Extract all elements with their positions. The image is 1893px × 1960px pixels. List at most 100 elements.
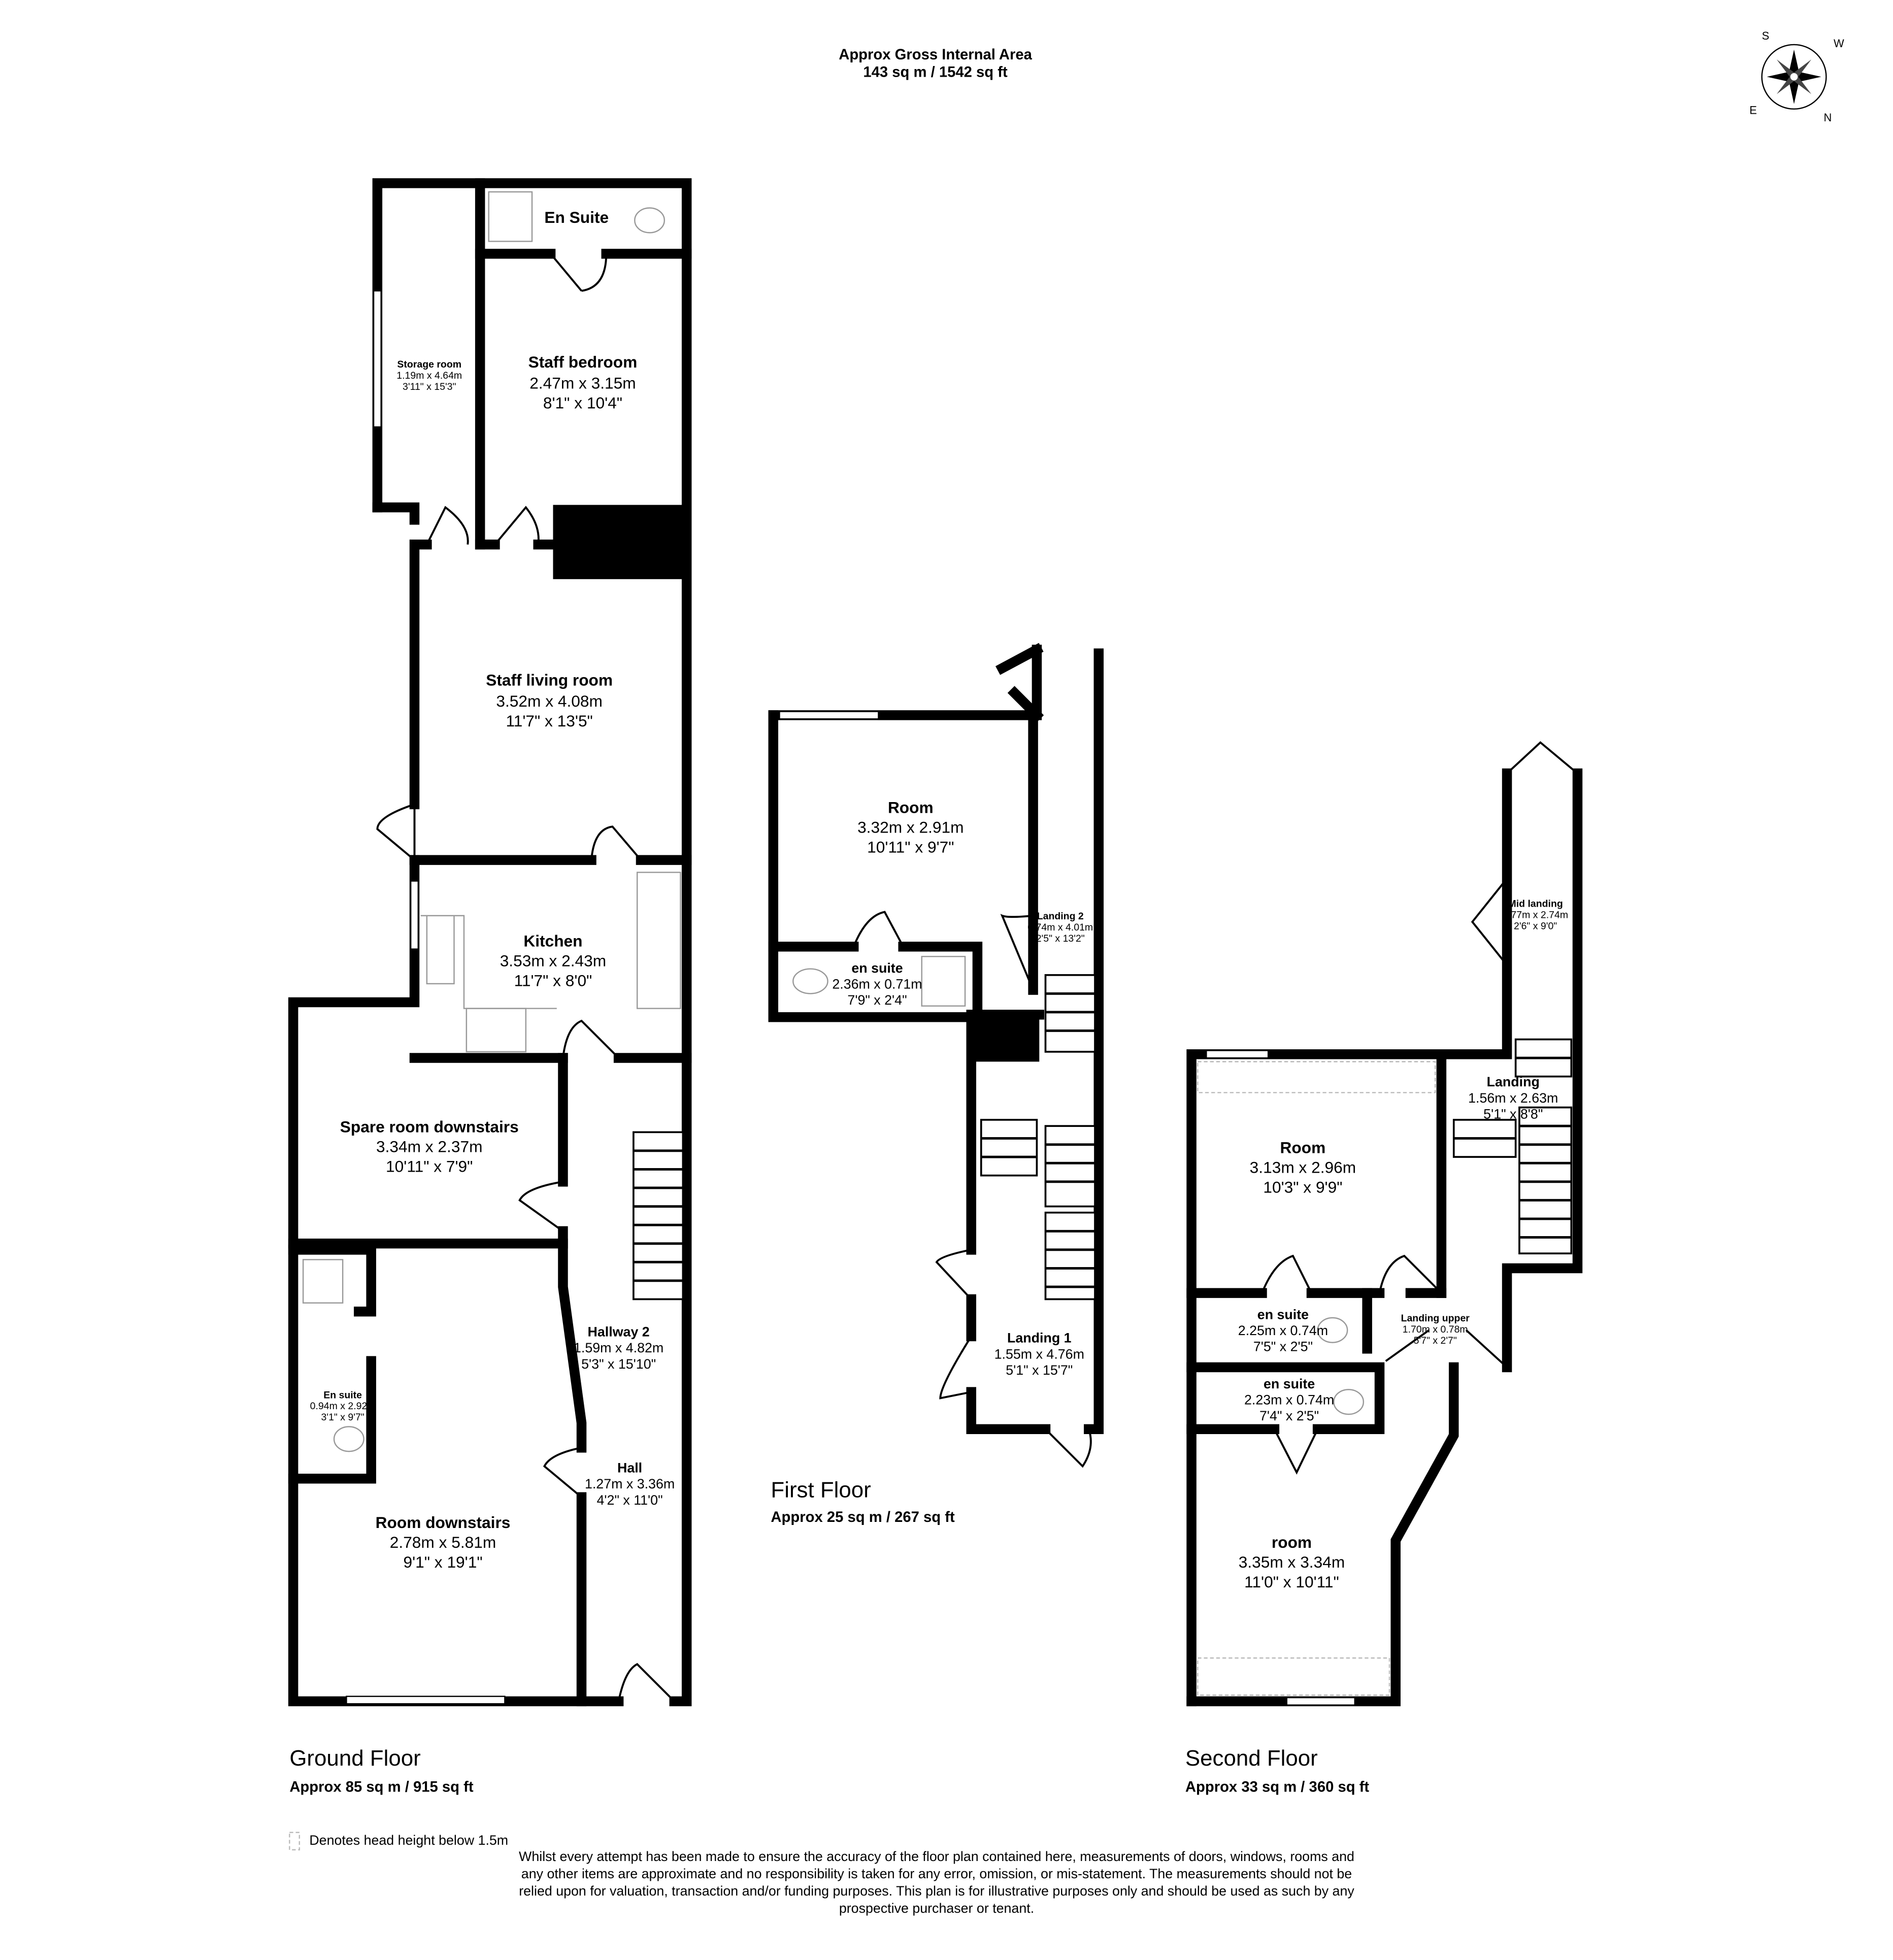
svg-text:5'1" x 8'8": 5'1" x 8'8" [1483,1106,1543,1121]
room-label-ensuite-a: en suite 2.25m x 0.74m 7'5" x 2'5" [1238,1307,1328,1354]
room-label-landing2: Landing 2 0.74m x 4.01m 2'5" x 13'2" [1027,911,1093,944]
room-label-staff-living: Staff living room 3.52m x 4.08m 11'7" x … [486,671,613,729]
svg-text:En Suite: En Suite [544,208,609,226]
compass-icon: S W N E [1749,29,1844,124]
disclaimer-line: prospective purchaser or tenant. [839,1901,1034,1916]
staircase [980,974,1096,1301]
svg-text:Landing: Landing [1487,1074,1540,1089]
door [426,506,469,545]
head-height-legend-icon [289,1832,301,1851]
door [1273,1429,1319,1475]
window [1286,1697,1356,1706]
svg-text:11'0" x 10'11": 11'0" x 10'11" [1244,1573,1339,1591]
front-door [617,1663,675,1702]
room-label-landing: Landing 1.56m x 2.63m 5'1" x 8'8" [1468,1074,1558,1121]
compass-s: S [1762,29,1770,42]
svg-text:Room downstairs: Room downstairs [376,1513,511,1532]
svg-text:5'3" x 15'10": 5'3" x 15'10" [581,1356,656,1372]
svg-text:3.35m x 3.34m: 3.35m x 3.34m [1239,1553,1345,1571]
svg-text:1.56m x 2.63m: 1.56m x 2.63m [1468,1090,1558,1106]
svg-text:Hallway 2: Hallway 2 [588,1324,650,1339]
room-label-hallway2: Hallway 2 1.59m x 4.82m 5'3" x 15'10" [574,1324,663,1371]
toilet [634,207,666,234]
svg-text:2.36m x 0.71m: 2.36m x 0.71m [832,977,922,992]
svg-text:1.27m x 3.36m: 1.27m x 3.36m [585,1476,675,1491]
staircase [1452,1038,1573,1254]
door [1378,1254,1442,1294]
room-label-landing-upper: Landing upper 1.70m x 0.78m 5'7" x 2'7" [1401,1313,1470,1346]
room-label-second-room: Room 3.13m x 2.96m 10'3" x 9'9" [1250,1139,1356,1197]
room-label-ensuite-b: en suite 2.23m x 0.74m 7'4" x 2'5" [1244,1376,1334,1423]
svg-text:3.32m x 2.91m: 3.32m x 2.91m [857,818,964,836]
svg-text:10'11" x 7'9": 10'11" x 7'9" [386,1157,473,1175]
ground-floor-plan: En Suite Storage room 1.19m x 4.64m 3'11… [288,178,692,1795]
door [1471,878,1508,966]
room-label-hall: Hall 1.27m x 3.36m 4'2" x 11'0" [585,1460,675,1508]
staircase [633,1131,684,1301]
shower-tray [921,955,966,1007]
door [1000,914,1034,990]
compass-e: E [1749,104,1757,116]
svg-text:3.34m x 2.37m: 3.34m x 2.37m [376,1137,483,1155]
door [590,825,642,861]
window [779,711,879,720]
svg-text:Hall: Hall [617,1460,642,1476]
room-label-staff-bedroom: Staff bedroom 2.47m x 3.15m 8'1" x 10'4" [528,353,638,412]
svg-text:Landing 1: Landing 1 [1007,1331,1072,1346]
svg-text:3.53m x 2.43m: 3.53m x 2.43m [500,952,607,970]
svg-text:0.77m x 2.74m: 0.77m x 2.74m [1503,910,1568,921]
room-label-landing1: Landing 1 1.55m x 4.76m 5'1" x 15'7" [994,1331,1084,1378]
door [935,1248,972,1300]
svg-text:10'11" x 9'7": 10'11" x 9'7" [867,838,954,856]
svg-text:Room: Room [1280,1139,1326,1157]
svg-text:room: room [1272,1533,1312,1551]
head-height-area [1197,1657,1390,1696]
svg-text:2.47m x 3.15m: 2.47m x 3.15m [529,374,636,392]
counter [636,872,681,1009]
svg-text:En suite: En suite [323,1389,362,1401]
head-height-legend: Denotes head height below 1.5m [309,1833,508,1848]
svg-text:en suite: en suite [851,960,903,976]
gross-area-value: 143 sq m / 1542 sq ft [863,64,1008,80]
svg-text:Spare room downstairs: Spare room downstairs [340,1117,519,1136]
svg-text:5'7" x 2'7": 5'7" x 2'7" [1414,1335,1457,1346]
door [518,1180,564,1232]
svg-text:11'7" x 13'5": 11'7" x 13'5" [506,712,592,730]
svg-text:2.78m x 5.81m: 2.78m x 5.81m [390,1533,496,1551]
svg-text:10'3" x 9'9": 10'3" x 9'9" [1263,1178,1342,1197]
svg-text:Staff bedroom: Staff bedroom [528,353,638,371]
chimney-breast [553,505,687,579]
sink [426,915,455,985]
svg-text:Storage room: Storage room [397,359,461,370]
window [373,290,382,428]
door [550,253,608,292]
compass-w: W [1834,37,1844,50]
hob [466,1008,527,1053]
svg-text:7'9" x 2'4": 7'9" x 2'4" [847,992,907,1008]
door [494,506,540,545]
second-floor-title: Second Floor [1185,1746,1318,1771]
svg-text:Kitchen: Kitchen [523,932,582,950]
toilet [333,1426,364,1452]
svg-text:Room: Room [888,798,934,816]
svg-text:7'5" x 2'5": 7'5" x 2'5" [1253,1339,1313,1354]
room-label-mid-landing: Mid landing 0.77m x 2.74m 2'6" x 9'0" [1503,899,1568,932]
chimney-breast [971,1012,1040,1062]
door [543,1446,582,1498]
door [1261,1254,1313,1293]
room-label-first-ensuite: en suite 2.36m x 0.71m 7'9" x 2'4" [832,960,922,1008]
window [346,1696,506,1705]
svg-text:3'11" x 15'3": 3'11" x 15'3" [403,381,456,392]
room-label-ensuite-ground: En suite 0.94m x 2.92m 3'1" x 9'7" [310,1389,376,1423]
compass-n: N [1824,111,1832,124]
svg-text:Landing 2: Landing 2 [1037,911,1084,922]
ground-floor-title: Ground Floor [289,1746,420,1771]
shower-tray [302,1259,344,1304]
door [852,911,904,947]
svg-text:en suite: en suite [1264,1376,1315,1391]
svg-text:2'5" x 13'2": 2'5" x 13'2" [1036,933,1085,944]
shower-tray [488,191,533,242]
window [1206,1050,1269,1059]
svg-text:3'1" x 9'7": 3'1" x 9'7" [321,1412,364,1423]
